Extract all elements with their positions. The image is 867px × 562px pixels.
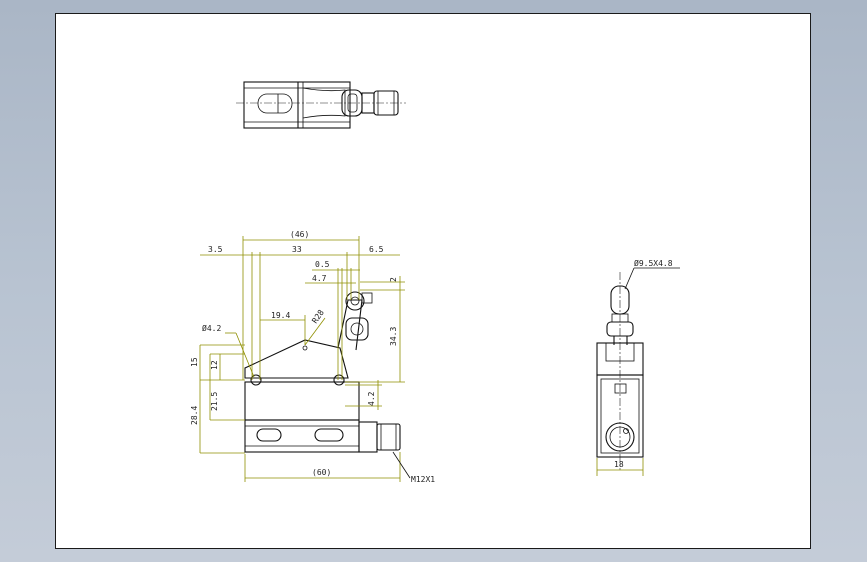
front-view — [244, 291, 401, 453]
front-dimensions — [199, 236, 411, 482]
dim-radius: R28 — [310, 308, 326, 325]
dim-height-15: 15 — [190, 357, 199, 367]
dim-left-offset: 3.5 — [208, 245, 223, 254]
dim-base-length: (60) — [312, 468, 331, 477]
dim-roller-pos: 4.7 — [312, 274, 327, 283]
dim-roller-offset: 0.5 — [315, 260, 330, 269]
dim-lever-length: 19.4 — [271, 311, 290, 320]
dim-thread: M12X1 — [411, 475, 435, 484]
dim-height-28-4: 28.4 — [190, 406, 199, 425]
dim-side-width: 18 — [614, 460, 624, 469]
dim-right-offset: 6.5 — [369, 245, 384, 254]
dim-center-span: 33 — [292, 245, 302, 254]
dim-height-34-3: 34.3 — [389, 327, 398, 346]
dim-height-12: 12 — [210, 360, 219, 370]
dim-height-21-5: 21.5 — [210, 392, 219, 411]
dim-overall-width: (46) — [290, 230, 309, 239]
side-view — [596, 267, 680, 476]
dim-height-4-2: 4.2 — [367, 391, 376, 406]
dim-hole-dia: Ø4.2 — [202, 323, 221, 333]
drawing-sheet — [55, 13, 811, 549]
dim-roller-size: Ø9.5X4.8 — [634, 258, 673, 268]
dim-top-gap: 2 — [389, 277, 398, 282]
top-view — [236, 81, 406, 129]
